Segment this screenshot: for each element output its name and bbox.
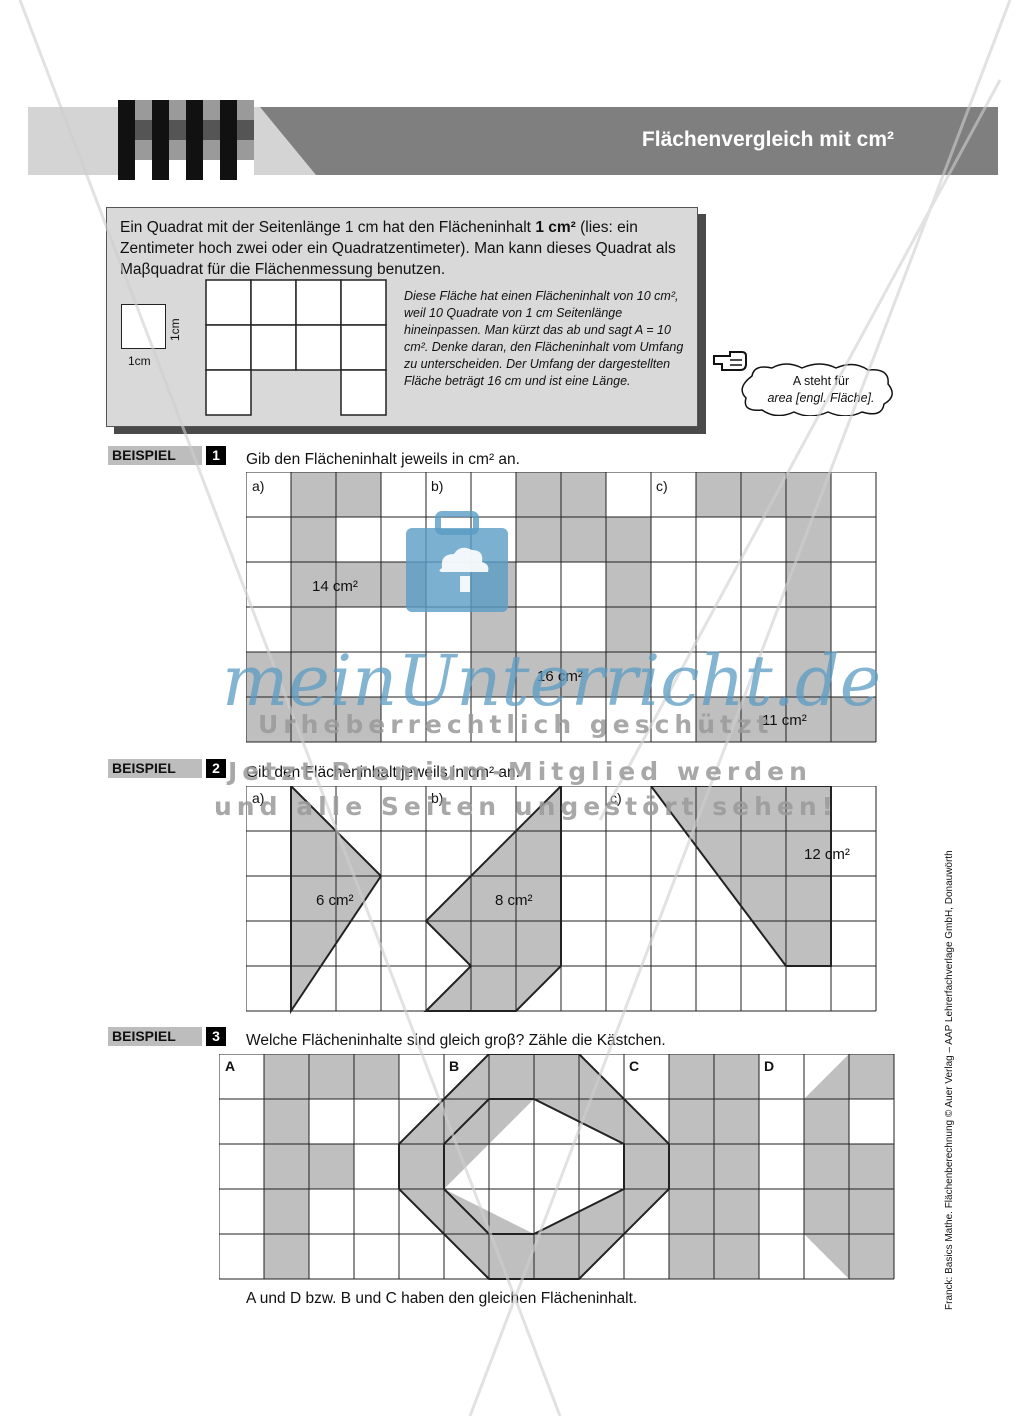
- example-3-answer: A und D bzw. B und C haben den gleichen …: [246, 1290, 638, 1307]
- example-2-label: BEISPIEL: [108, 759, 202, 778]
- copyright-credit: Franck: Basics Mathe. Flächenberechnung …: [944, 850, 955, 1310]
- example-3-label: BEISPIEL: [108, 1027, 202, 1046]
- hint-line-1: A steht für: [792, 374, 850, 388]
- info-text: Ein Quadrat mit der Seitenlänge 1 cm hat…: [120, 217, 692, 280]
- unit-label-x: 1cm: [128, 354, 151, 368]
- example-1-part-b: b): [431, 478, 444, 494]
- example-1-part-a: a): [252, 478, 265, 494]
- info-text-bold: 1 cm²: [535, 219, 576, 236]
- example-2-area-a: 6 cm²: [316, 892, 354, 909]
- watermark-briefcase-icon: [406, 511, 508, 612]
- example-2-area-b: 8 cm²: [495, 892, 533, 909]
- info-text-part-1: Ein Quadrat mit der Seitenlänge 1 cm hat…: [120, 219, 536, 236]
- info-note: Diese Fläche hat einen Flächeninhalt von…: [404, 289, 684, 388]
- example-1-part-c: c): [656, 478, 668, 494]
- example-2-area-c: 12 cm²: [804, 846, 850, 863]
- unit-label-y: 1cm: [168, 318, 182, 341]
- hint-line-2: area [engl. Fläche].: [767, 391, 875, 405]
- example-3-number: 3: [206, 1027, 226, 1046]
- watermark-line-3: und alle Seiten ungestört sehen!: [214, 792, 839, 821]
- example-3-part-b: B: [449, 1058, 460, 1074]
- example-1-number: 1: [206, 446, 226, 465]
- example-1-label: BEISPIEL: [108, 446, 202, 465]
- watermark-line-1: Urheberrechtlich geschützt: [258, 710, 774, 739]
- example-3-part-c: C: [629, 1058, 640, 1074]
- example-3-task: Welche Flächeninhalte sind gleich groβ? …: [246, 1032, 666, 1049]
- page-title: Flächenvergleich mit cm²: [641, 128, 894, 151]
- example-3-part-d: D: [764, 1058, 775, 1074]
- example-1-task: Gib den Flächeninhalt jeweils in cm² an.: [246, 451, 520, 468]
- watermark-brand: meinUnterricht.de: [222, 640, 882, 722]
- watermark-line-2: Jetzt Premium-Mitglied werden: [228, 757, 812, 786]
- example-area-figure: [205, 279, 387, 416]
- example-1-area-a: 14 cm²: [312, 578, 358, 595]
- hint-text: A steht für area [engl. Fläche].: [746, 373, 896, 407]
- unit-square: [121, 304, 166, 349]
- example-3-grid: [219, 1054, 895, 1280]
- example-2-number: 2: [206, 759, 226, 778]
- checker-logo-icon: [118, 100, 254, 180]
- example-3-part-a: A: [225, 1058, 236, 1074]
